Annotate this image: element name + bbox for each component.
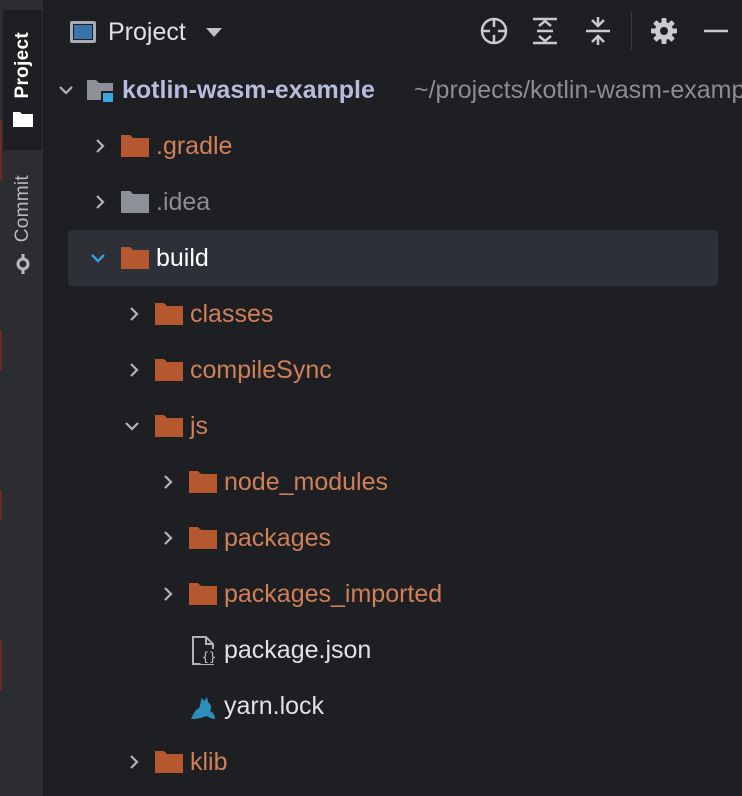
tree-label: kotlin-wasm-example [122, 76, 375, 104]
view-selector[interactable]: Project [70, 12, 222, 52]
tree-node-build[interactable]: build [44, 230, 742, 286]
tree-node-compilesync[interactable]: compileSync [44, 342, 742, 398]
project-tab-label: Project [11, 31, 33, 99]
tool-window-strip: Project Commit [0, 0, 44, 796]
chevron-right-icon[interactable] [126, 306, 142, 322]
commit-tool-tab[interactable]: Commit [3, 160, 42, 290]
tree-label: compileSync [190, 356, 332, 384]
tree-label: node_modules [224, 468, 389, 496]
chevron-down-icon[interactable] [90, 250, 106, 266]
project-tool-tab[interactable]: Project [3, 10, 42, 150]
panel-toolbar: Project [44, 0, 742, 62]
tree-label: packages_imported [224, 580, 443, 608]
svg-text:{}: {} [202, 650, 216, 664]
panel-title: Project [108, 17, 186, 46]
chevron-right-icon[interactable] [92, 138, 108, 154]
tree-label: .idea [156, 188, 211, 216]
tree-node-js[interactable]: js [44, 398, 742, 454]
chevron-down-icon[interactable] [124, 418, 140, 434]
yarn-cat-icon [188, 692, 218, 720]
folder-excluded-icon [188, 524, 218, 552]
tree-node-package-json[interactable]: {} package.json [44, 622, 742, 678]
tree-node-packages-imported[interactable]: packages_imported [44, 566, 742, 622]
toolbar-separator [631, 12, 632, 50]
tree-node-gradle[interactable]: .gradle [44, 118, 742, 174]
folder-excluded-icon [154, 748, 184, 776]
minimize-icon[interactable] [699, 14, 733, 48]
tree-label: .gradle [156, 132, 233, 160]
commit-tab-label: Commit [11, 175, 33, 243]
project-path: ~/projects/kotlin-wasm-example [414, 76, 742, 104]
tree-label: package.json [224, 636, 372, 664]
chevron-down-icon [205, 27, 222, 37]
tree-label: classes [190, 300, 274, 328]
tree-node-klib[interactable]: klib [44, 734, 742, 790]
json-file-icon: {} [190, 636, 220, 665]
folder-excluded-icon [154, 356, 184, 384]
folder-excluded-icon [154, 412, 184, 440]
locate-icon[interactable] [477, 14, 511, 48]
tree-node-root[interactable]: kotlin-wasm-example ~/projects/kotlin-wa… [44, 62, 742, 118]
tree-node-node-modules[interactable]: node_modules [44, 454, 742, 510]
chevron-right-icon[interactable] [160, 586, 176, 602]
folder-excluded-icon [120, 244, 150, 272]
commit-icon [12, 253, 34, 275]
tree-node-yarn-lock[interactable]: yarn.lock [44, 678, 742, 734]
project-view-icon [70, 21, 96, 43]
chevron-right-icon[interactable] [160, 530, 176, 546]
module-folder-icon [86, 76, 116, 104]
tree-node-classes[interactable]: classes [44, 286, 742, 342]
chevron-right-icon[interactable] [92, 194, 108, 210]
tree-label: yarn.lock [224, 692, 325, 720]
tree-label: klib [190, 748, 228, 776]
chevron-right-icon[interactable] [126, 754, 142, 770]
tree-label: packages [224, 524, 332, 552]
folder-excluded-icon [188, 580, 218, 608]
expand-all-icon[interactable] [528, 14, 562, 48]
left-edge [0, 0, 3, 796]
folder-excluded-icon [154, 300, 184, 328]
tree-label: build [156, 244, 209, 272]
tree-node-packages[interactable]: packages [44, 510, 742, 566]
project-tree: kotlin-wasm-example ~/projects/kotlin-wa… [44, 62, 742, 790]
chevron-right-icon[interactable] [126, 362, 142, 378]
tree-label: js [190, 412, 209, 440]
folder-icon [12, 110, 34, 128]
folder-excluded-icon [120, 132, 150, 160]
gear-icon[interactable] [647, 14, 681, 48]
tree-node-idea[interactable]: .idea [44, 174, 742, 230]
chevron-down-icon[interactable] [58, 82, 74, 98]
folder-icon [120, 188, 150, 216]
folder-excluded-icon [188, 468, 218, 496]
collapse-all-icon[interactable] [581, 14, 615, 48]
project-panel: Project kotlin-wasm-example ~/projects/k… [44, 0, 742, 796]
chevron-right-icon[interactable] [160, 474, 176, 490]
